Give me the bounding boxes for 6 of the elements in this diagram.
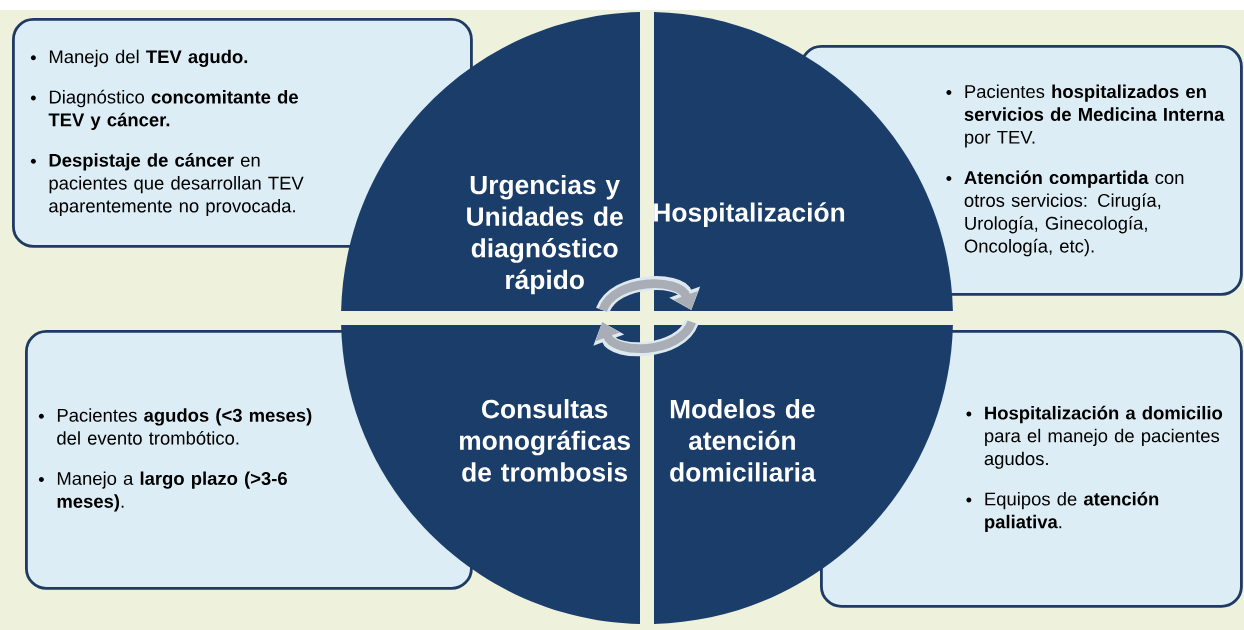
quadrant-sector: Consultas monográficas de trombosis [341, 325, 640, 624]
quadrant-sector: Urgencias y Unidades de diagnóstico rápido [341, 12, 640, 311]
cycle-arrow [596, 276, 701, 314]
quadrant-sector: Hospitalización [654, 12, 953, 311]
cycle-arrow [593, 318, 699, 357]
quadrant-sector: Modelos de atención domiciliaria [654, 325, 953, 624]
